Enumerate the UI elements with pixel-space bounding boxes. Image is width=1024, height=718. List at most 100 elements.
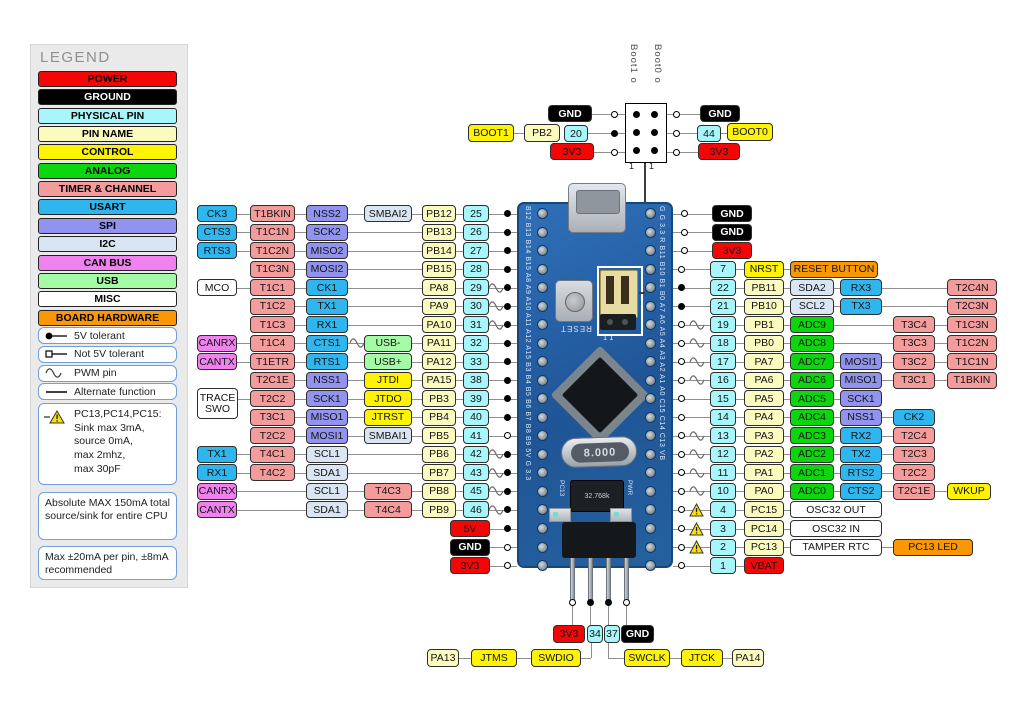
func-box: ADC6 xyxy=(790,371,834,389)
pin-name-box: PA12 xyxy=(422,353,456,371)
pin-hole xyxy=(536,319,548,331)
not-five-volt-tolerant-circle-marker xyxy=(677,413,685,421)
wire xyxy=(207,250,517,252)
func-box: ADC5 xyxy=(790,390,834,408)
func-box: T1C2N xyxy=(947,334,997,352)
func-box: SCL2 xyxy=(790,297,834,315)
func-box: ADC8 xyxy=(790,334,834,352)
func-box: T1C3N xyxy=(947,316,997,334)
func-box: ADC4 xyxy=(790,408,834,426)
func-box: CK3 xyxy=(197,205,237,222)
not-five-volt-tolerant-circle-marker xyxy=(503,432,511,440)
func-box: OSC32 OUT xyxy=(790,501,882,519)
pin-name-box: PB15 xyxy=(422,260,456,278)
pin-hole xyxy=(536,560,548,572)
pwm-icon xyxy=(488,485,504,497)
not-five-volt-tolerant-circle-marker xyxy=(680,228,688,236)
wire xyxy=(608,643,609,658)
func-box: RX1 xyxy=(306,316,348,334)
func-box: T1ETR xyxy=(250,353,295,371)
wire xyxy=(459,658,471,659)
boot-jumper-block xyxy=(625,103,667,163)
not-five-volt-tolerant-circle-marker xyxy=(677,395,685,403)
five-volt-tolerant-dot-marker xyxy=(503,210,511,217)
wire xyxy=(608,606,609,625)
func-box: SDA1 xyxy=(306,501,348,519)
pin-name-box: PC15 xyxy=(744,501,784,519)
wire xyxy=(514,133,524,134)
legend-note-per-pin: Max ±20mA per pin, ±8mA recommended xyxy=(38,546,177,580)
pin-hole xyxy=(536,504,548,516)
pin-hole xyxy=(644,208,656,219)
not-five-volt-tolerant-circle-marker xyxy=(610,148,618,156)
func-box: JTRST xyxy=(364,408,412,426)
legend-note-max-current: Absolute MAX 150mA total source/sink for… xyxy=(38,492,177,540)
wire xyxy=(572,606,573,625)
wire xyxy=(665,114,700,115)
pin-hole xyxy=(644,485,656,497)
func-box: SDA2 xyxy=(790,279,834,297)
wire xyxy=(673,213,712,215)
boot1-column-label: Boot1 o xyxy=(628,44,639,84)
func-box: PC13 LED xyxy=(893,538,973,556)
wire xyxy=(207,361,517,363)
crystal-32khz: 32.768k xyxy=(570,480,624,512)
pin-name-box: NRST xyxy=(744,260,784,278)
wire xyxy=(207,213,517,215)
five-volt-tolerant-dot-marker xyxy=(586,598,594,606)
boot-block-one-label: 1 xyxy=(649,161,655,171)
pin-number-box: 12 xyxy=(710,445,736,463)
legend-line-label: 5V tolerant xyxy=(74,329,125,342)
five-volt-tolerant-dot-marker xyxy=(503,284,511,292)
func-box: T2C2 xyxy=(250,427,295,445)
reset-silkscreen: RESET xyxy=(560,324,592,333)
boot-jumper-block-pin xyxy=(632,146,640,154)
wire xyxy=(207,491,517,493)
pin-hole xyxy=(536,523,548,534)
pin-name-box: PA9 xyxy=(422,297,456,315)
pin-number-box: 1 xyxy=(710,557,736,575)
pin-name-box: PA15 xyxy=(422,371,456,389)
func-box: MISO2 xyxy=(306,242,348,260)
led-glint xyxy=(553,512,558,517)
pin-hole xyxy=(644,374,656,386)
callout-line xyxy=(639,292,645,294)
func-box: CANTX xyxy=(197,353,237,371)
func-box: T2C1E xyxy=(893,482,935,500)
pin-number-box: 25 xyxy=(463,205,489,222)
func-box: ADC7 xyxy=(790,353,834,371)
power-box: 3V3 xyxy=(550,143,594,160)
wire xyxy=(670,658,681,659)
power-led xyxy=(610,508,632,522)
func-box: RTS3 xyxy=(197,242,237,260)
pin-name-box: PB0 xyxy=(744,334,784,352)
boot1-name-box: BOOT1 xyxy=(468,124,514,142)
five-volt-tolerant-dot-marker xyxy=(503,487,511,495)
pin-name-box: PA0 xyxy=(744,482,784,500)
power-box: GND xyxy=(450,538,490,556)
boot-jumper-block-pin xyxy=(650,128,658,136)
wire xyxy=(260,269,517,271)
not-five-volt-tolerant-circle-marker xyxy=(677,562,685,570)
func-box: TX2 xyxy=(840,445,882,463)
boot-jumper-block-pin xyxy=(650,110,658,118)
pin-number-box: 16 xyxy=(710,371,736,389)
five-volt-tolerant-dot-marker xyxy=(503,265,511,273)
func-box: SWCLK xyxy=(624,649,670,667)
pin-number-box: 19 xyxy=(710,316,736,334)
not-five-volt-tolerant-circle-marker xyxy=(677,543,685,551)
wire xyxy=(591,643,592,658)
not-five-volt-tolerant-circle-marker xyxy=(677,432,685,440)
pwm-icon xyxy=(689,467,705,479)
legend-item: CONTROL xyxy=(38,144,177,161)
func-box: CTS3 xyxy=(197,223,237,241)
pin-number-box: 43 xyxy=(463,464,489,482)
pin-hole xyxy=(644,467,656,479)
boot0-name-box: BOOT0 xyxy=(727,123,773,141)
func-box: T2C1E xyxy=(250,371,295,389)
pin-number-box: 30 xyxy=(463,297,489,315)
wire xyxy=(581,658,591,659)
pin-name-box: PB5 xyxy=(422,427,456,445)
pwm-icon xyxy=(689,319,705,331)
legend-item: TIMER & CHANNEL xyxy=(38,181,177,198)
